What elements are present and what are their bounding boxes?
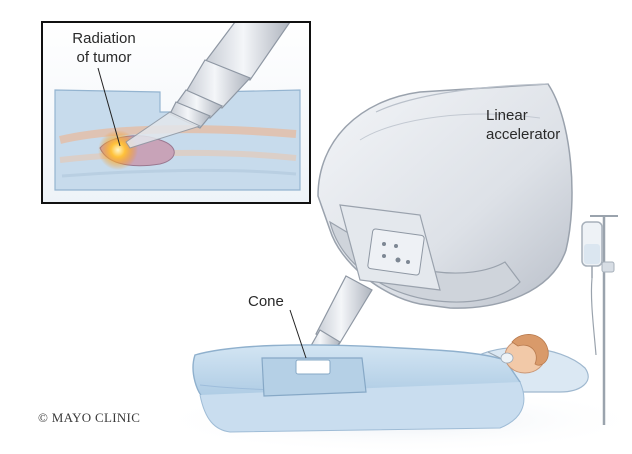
linear-accelerator	[317, 83, 573, 309]
cone-label: Cone	[248, 293, 284, 310]
copyright-symbol: ©	[38, 410, 49, 425]
linear-label-line1: Linear	[486, 107, 528, 124]
radiation-of-tumor-label: Radiation of tumor	[50, 29, 158, 67]
linear-accelerator-label: Linear accelerator	[486, 106, 576, 144]
treatment-block	[261, 357, 367, 397]
radiation-label-line1: Radiation	[72, 30, 136, 47]
iv-pole	[581, 215, 618, 425]
radiation-leader-line	[97, 67, 121, 147]
tumor-detail-inset	[41, 21, 311, 204]
linear-label-line2: accelerator	[486, 126, 561, 143]
radiation-label-line2: of tumor	[76, 49, 132, 66]
copyright-text: MAYO CLINIC	[51, 410, 141, 425]
cone-leader-line	[289, 309, 307, 359]
copyright-notice: © MAYO CLINIC	[38, 410, 140, 426]
patient	[192, 334, 549, 433]
